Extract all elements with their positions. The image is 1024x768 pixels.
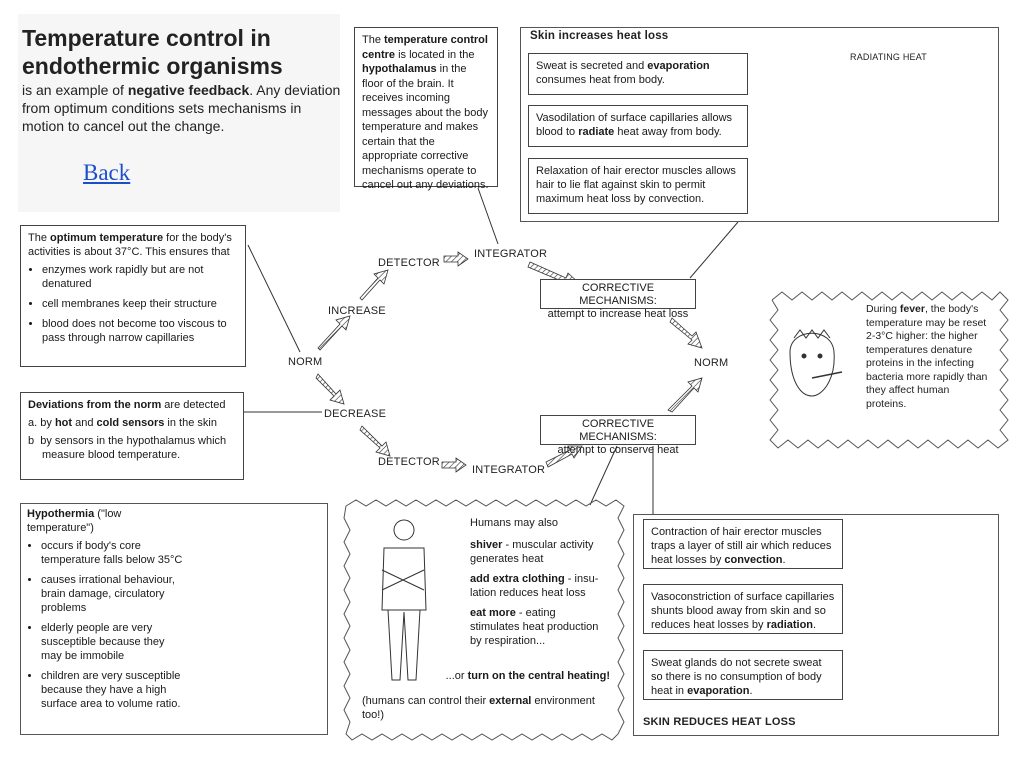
skin-increase-item-sweat: Sweat is secreted and evaporation consum… — [528, 53, 748, 95]
skin-reduce-item-hair: Contraction of hair erector muscles trap… — [643, 519, 843, 569]
detector-bottom-label: DETECTOR — [378, 456, 440, 468]
arrow-detector-to-integrator-bottom — [441, 457, 467, 473]
detector-top-label: DETECTOR — [378, 257, 440, 269]
humans-intro: Humans may also — [470, 517, 559, 529]
deviation-item-a: a. by hot and cold sensors in the skin — [28, 417, 217, 429]
skin-reduce-item-vasoconstriction: Vasoconstriction of surface capillaries … — [643, 584, 843, 634]
hypothermia-text: Hypothermia ("low temperature") occurs i… — [27, 507, 187, 717]
skin-increase-heading: Skin increases heat loss — [530, 30, 669, 42]
humans-environment: (humans can control their external envir… — [362, 695, 595, 721]
humans-eat-more: eat more - eating stimulates heat produc… — [470, 607, 599, 647]
arrow-decrease-to-detector — [359, 425, 391, 457]
humans-shiver: shiver - muscular activity generates hea… — [470, 539, 594, 565]
corrective-mechanisms-conserve-heat: CORRECTIVE MECHANISMS:attempt to conserv… — [540, 415, 696, 456]
arrow-norm-to-cm-bottom — [667, 377, 703, 413]
deviation-item-b: b by sensors in the hypothalamus which m… — [28, 435, 227, 461]
humans-clothing: add extra clothing - insu-lation reduces… — [470, 573, 599, 599]
hypothermia-bullet: children are very susceptible because th… — [41, 669, 187, 711]
arrow-increase-to-detector — [359, 269, 389, 301]
humans-text: Humans may also shiver - muscular activi… — [470, 516, 608, 648]
radiating-heat-label: RADIATING HEAT — [850, 52, 927, 62]
arrow-detector-to-integrator — [443, 251, 469, 267]
skin-reduce-heading: SKIN REDUCES HEAT LOSS — [643, 716, 796, 728]
norm-right-label: NORM — [694, 357, 729, 369]
hypothermia-bullet: causes irrational behaviour, brain damag… — [41, 573, 187, 615]
fever-frame — [769, 291, 1009, 449]
header-background — [18, 14, 340, 212]
integrator-top-label: INTEGRATOR — [474, 248, 548, 260]
intro-text: is an example of negative feedback. Any … — [22, 82, 341, 134]
arrow-norm-to-decrease — [315, 373, 345, 405]
page-title: Temperature control in endothermic organ… — [22, 25, 283, 79]
fever-text: During fever, the body's temperature may… — [866, 303, 988, 410]
hypothermia-box — [20, 503, 328, 735]
integrator-bottom-label: INTEGRATOR — [472, 464, 546, 476]
hypothermia-bullet: occurs if body's core temperature falls … — [41, 539, 187, 567]
arrow-cm-top-to-norm — [669, 317, 703, 349]
optimum-temperature-box: The optimum temperature for the body's a… — [20, 225, 246, 367]
deviations-box: Deviations from the norm are detected a.… — [20, 392, 244, 480]
skin-reduce-item-sweat: Sweat glands do not secrete sweat so the… — [643, 650, 843, 700]
back-link[interactable]: Back — [83, 160, 131, 185]
optimum-bullet: cell membranes keep their structure — [42, 297, 238, 311]
skin-increase-item-hair: Relaxation of hair erector muscles allow… — [528, 158, 748, 214]
fever-face-illustration — [789, 329, 843, 397]
humans-heating: ...or turn on the central heating! — [445, 670, 610, 682]
arrow-integrator-to-cm-bottom — [545, 445, 583, 468]
decrease-label: DECREASE — [324, 408, 387, 420]
humans-frame — [343, 499, 625, 741]
shivering-person-illustration — [381, 519, 427, 681]
optimum-bullet: enzymes work rapidly but are not denatur… — [42, 263, 238, 291]
optimum-bullet: blood does not become too viscous to pas… — [42, 317, 238, 345]
corrective-mechanisms-increase-loss: CORRECTIVE MECHANISMS:attempt to increas… — [540, 279, 696, 320]
increase-label: INCREASE — [328, 305, 386, 317]
hypothermia-bullet: elderly people are very susceptible beca… — [41, 621, 187, 663]
control-centre-box: The temperature control centre is locate… — [354, 27, 498, 191]
norm-left-label: NORM — [288, 356, 323, 368]
skin-increase-item-vasodilation: Vasodilation of surface capillaries allo… — [528, 105, 748, 147]
arrow-norm-to-increase — [317, 315, 351, 351]
